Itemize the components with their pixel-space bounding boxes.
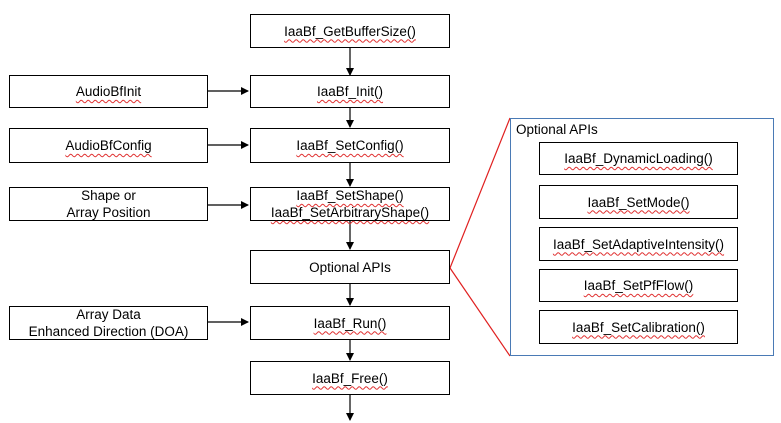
optional-apis-panel-title: Optional APIs <box>516 122 598 137</box>
init-label: IaaBf_Init() <box>316 84 384 99</box>
getbuffersize-label: IaaBf_GetBufferSize() <box>284 23 416 39</box>
optional-apis-label: Optional APIs <box>309 259 391 275</box>
audiobfconfig-label: AudioBfConfig <box>65 138 152 153</box>
audiobfconfig-box: AudioBfConfig <box>9 128 208 163</box>
setshape-label: IaaBf_SetShape() <box>296 188 404 203</box>
setshape-box: IaaBf_SetShape() IaaBf_SetArbitraryShape… <box>250 187 450 221</box>
arraydata-label-line1: Array Data <box>76 307 141 322</box>
setcalibration-label: IaaBf_SetCalibration() <box>572 319 705 335</box>
setadaptiveintensity-box: IaaBf_SetAdaptiveIntensity() <box>539 227 738 261</box>
callout-line-top <box>449 117 511 269</box>
setarbitraryshape-label: IaaBf_SetArbitraryShape() <box>270 205 430 220</box>
setpfflow-box: IaaBf_SetPfFlow() <box>539 269 738 302</box>
setpfflow-label: IaaBf_SetPfFlow() <box>583 278 694 293</box>
setconfig-box: IaaBf_SetConfig() <box>250 128 450 163</box>
shape-label-line2: Array Position <box>66 205 151 220</box>
shape-box: Shape or Array Position <box>9 187 208 221</box>
init-box: IaaBf_Init() <box>250 75 450 108</box>
dynamicloading-label: IaaBf_DynamicLoading() <box>564 151 713 166</box>
setmode-label: IaaBf_SetMode() <box>587 194 690 210</box>
setadaptiveintensity-label: IaaBf_SetAdaptiveIntensity() <box>552 236 725 252</box>
dynamicloading-box: IaaBf_DynamicLoading() <box>539 142 738 175</box>
arraydata-box: Array Data Enhanced Direction (DOA) <box>9 306 208 340</box>
getbuffersize-box: IaaBf_GetBufferSize() <box>250 14 450 48</box>
free-box: IaaBf_Free() <box>250 361 450 395</box>
shape-label-line1: Shape or <box>81 188 136 203</box>
run-label: IaaBf_Run() <box>313 315 387 331</box>
free-label: IaaBf_Free() <box>312 370 388 386</box>
audiobfinit-box: AudioBfInit <box>9 75 208 108</box>
setcalibration-box: IaaBf_SetCalibration() <box>539 310 738 344</box>
setconfig-label: IaaBf_SetConfig() <box>296 138 404 153</box>
audiobfinit-label: AudioBfInit <box>75 84 142 99</box>
setmode-box: IaaBf_SetMode() <box>539 185 738 219</box>
callout-line-bottom <box>449 267 511 357</box>
arraydata-label-line2: Enhanced Direction (DOA) <box>28 324 189 339</box>
run-box: IaaBf_Run() <box>250 306 450 340</box>
optional-apis-box: Optional APIs <box>250 250 450 284</box>
